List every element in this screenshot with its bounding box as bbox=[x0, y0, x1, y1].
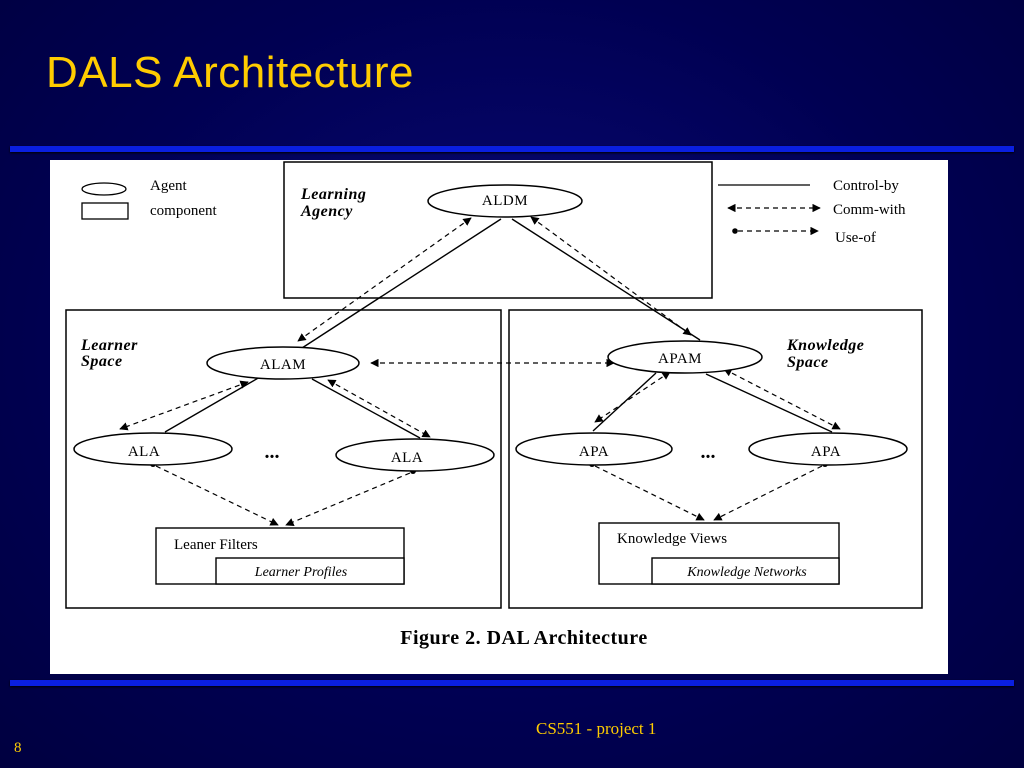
legend-agent-label: Agent bbox=[150, 178, 187, 194]
agent-alam-label: ALAM bbox=[260, 357, 306, 373]
agent-alam bbox=[206, 346, 360, 380]
legend-use-dot bbox=[732, 228, 738, 234]
component-learner-filters-label: Leaner Filters bbox=[174, 537, 258, 553]
component-knowledge-networks-label: Knowledge Networks bbox=[686, 565, 807, 580]
agent-apa-left bbox=[515, 432, 673, 466]
agent-apa-right bbox=[748, 432, 908, 466]
use-arrow-apa-left-views bbox=[594, 465, 705, 521]
agent-apa-left-label: APA bbox=[579, 444, 609, 460]
comm-arrow-alam-ala-right bbox=[327, 379, 431, 438]
learner-space-label-line2: Space bbox=[81, 353, 123, 370]
architecture-diagram: Agent component Control-by Comm-with Use… bbox=[65, 161, 923, 649]
control-line-alam-ala-right bbox=[311, 378, 421, 439]
component-knowledge-networks bbox=[651, 557, 840, 585]
learner-agents-ellipsis: ... bbox=[265, 441, 280, 463]
figure-caption: Figure 2. DAL Architecture bbox=[400, 627, 647, 649]
comm-arrow-alam-ala-left bbox=[119, 380, 249, 431]
page-number: 8 bbox=[14, 740, 22, 756]
learner-space-label-line1: Learner bbox=[80, 337, 138, 354]
component-knowledge-views-label: Knowledge Views bbox=[617, 531, 727, 547]
legend-component-symbol bbox=[81, 202, 129, 220]
use-arrow-ala-right-filters bbox=[285, 472, 411, 526]
use-arrow-ala-left-filters bbox=[155, 465, 279, 526]
agent-apam bbox=[607, 340, 763, 374]
agent-aldm bbox=[427, 184, 583, 218]
agent-aldm-label: ALDM bbox=[482, 193, 528, 209]
top-divider bbox=[10, 146, 1014, 152]
comm-arrow-apam-apa-right bbox=[723, 368, 841, 430]
agent-ala-left bbox=[73, 432, 233, 466]
comm-arrow-apam-apa-left bbox=[594, 371, 671, 423]
agent-ala-left-label: ALA bbox=[128, 444, 160, 460]
legend-agent-symbol bbox=[81, 182, 127, 196]
agent-apa-right-label: APA bbox=[811, 444, 841, 460]
footer-text: CS551 - project 1 bbox=[536, 719, 657, 738]
control-line-apam-apa-right bbox=[705, 373, 833, 433]
legend-comm-label: Comm-with bbox=[833, 202, 906, 218]
knowledge-space-label-line1: Knowledge bbox=[786, 337, 864, 354]
architecture-figure: Agent component Control-by Comm-with Use… bbox=[50, 160, 948, 674]
comm-arrow-aldm-alam bbox=[297, 217, 472, 342]
control-line-aldm-apam bbox=[511, 218, 701, 341]
knowledge-agents-ellipsis: ... bbox=[701, 441, 716, 463]
learning-agency-box bbox=[283, 161, 713, 299]
control-line-aldm-alam bbox=[301, 218, 502, 349]
slide-title: DALS Architecture bbox=[46, 48, 414, 97]
learning-agency-label-line1: Learning bbox=[300, 186, 366, 203]
agent-ala-right-label: ALA bbox=[391, 450, 423, 466]
knowledge-space-label-line2: Space bbox=[787, 354, 829, 371]
bottom-divider bbox=[10, 680, 1014, 686]
learning-agency-label-line2: Agency bbox=[300, 203, 353, 220]
agent-apam-label: APAM bbox=[658, 351, 702, 367]
component-learner-profiles bbox=[215, 557, 405, 585]
control-line-alam-ala-left bbox=[164, 376, 261, 433]
learner-space-box bbox=[65, 309, 502, 609]
use-arrow-apa-right-views bbox=[713, 465, 823, 521]
legend-use-label: Use-of bbox=[835, 230, 876, 246]
knowledge-space-box bbox=[508, 309, 923, 609]
legend-component-label: component bbox=[150, 203, 217, 219]
component-learner-profiles-label: Learner Profiles bbox=[254, 565, 348, 580]
agent-ala-right bbox=[335, 438, 495, 472]
comm-arrow-aldm-apam bbox=[530, 216, 692, 336]
legend-control-label: Control-by bbox=[833, 178, 899, 194]
